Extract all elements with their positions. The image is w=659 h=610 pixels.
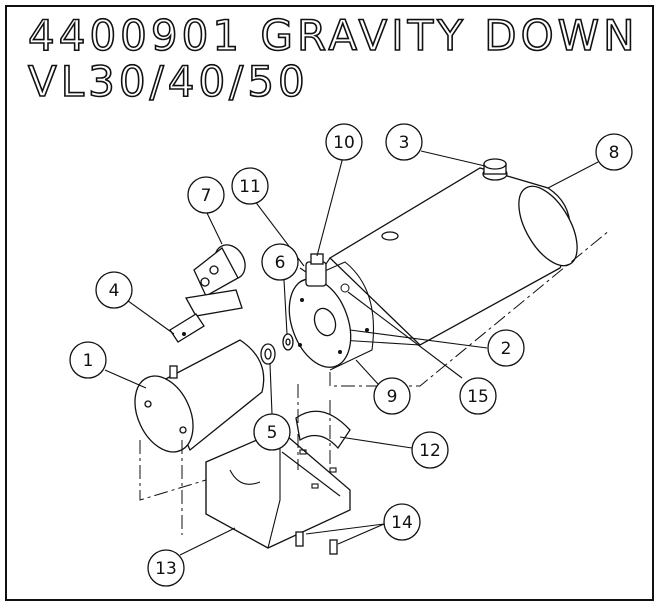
callout-13: 13	[147, 549, 185, 587]
reservoir-tank	[316, 158, 578, 346]
callout-5: 5	[253, 413, 291, 451]
diagram-border	[5, 5, 654, 601]
callout-6-label: 6	[275, 253, 286, 273]
start-solenoid	[169, 244, 246, 343]
callout-1: 1	[69, 341, 107, 379]
callout-2: 2	[487, 329, 525, 367]
callout-4: 4	[95, 271, 133, 309]
diagram-title-line1: 4400901 GRAVITY DOWN	[28, 11, 639, 60]
callout-13-label: 13	[155, 559, 177, 579]
callout-1-label: 1	[83, 351, 94, 371]
tank-clamp	[295, 410, 351, 450]
callout-7: 7	[187, 176, 225, 214]
diagram-title-line2: VL30/40/50	[28, 57, 309, 106]
callout-12: 12	[411, 431, 449, 469]
callout-6: 6	[261, 243, 299, 281]
callout-3-label: 3	[399, 133, 410, 153]
callout-4-label: 4	[109, 281, 120, 301]
callout-14-label: 14	[391, 513, 413, 533]
callout-8: 8	[595, 133, 633, 171]
callout-12-label: 12	[419, 441, 441, 461]
assembly-centerlines	[139, 229, 611, 535]
callout-8-label: 8	[609, 143, 620, 163]
callout-2-label: 2	[501, 339, 512, 359]
callout-9-label: 9	[387, 387, 398, 407]
callout-14: 14	[383, 503, 421, 541]
electric-motor	[134, 339, 265, 453]
callout-9: 9	[373, 377, 411, 415]
callout-10-label: 10	[333, 133, 355, 153]
coupling-parts	[260, 333, 294, 365]
callout-3: 3	[385, 123, 423, 161]
callout-11: 11	[231, 167, 269, 205]
pump-manifold	[288, 253, 375, 371]
callout-leaders	[104, 150, 599, 556]
callout-11-label: 11	[239, 177, 261, 197]
callout-10: 10	[325, 123, 363, 161]
callout-5-label: 5	[267, 423, 278, 443]
mounting-screws	[295, 531, 338, 555]
callout-15: 15	[459, 377, 497, 415]
callout-7-label: 7	[201, 186, 212, 206]
callout-15-label: 15	[467, 387, 489, 407]
